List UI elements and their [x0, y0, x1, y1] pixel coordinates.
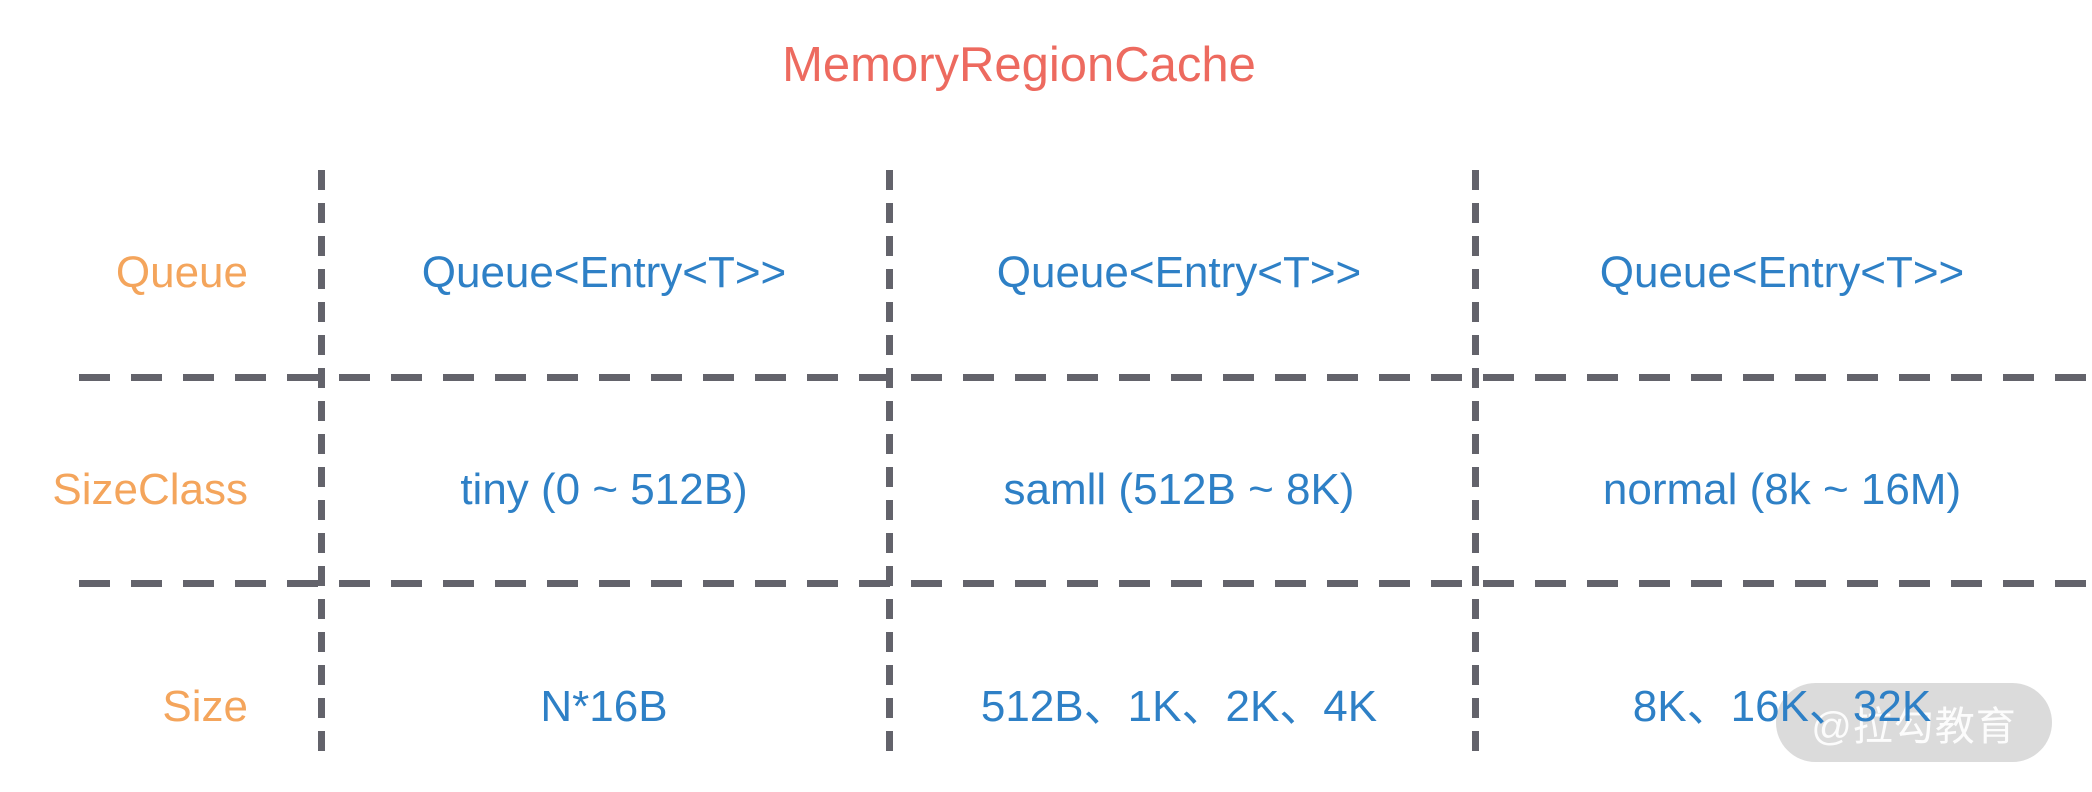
cell-size-col3: 8K、16K、32K — [1632, 682, 1932, 731]
cell-queue-col2: Queue<Entry<T>> — [996, 248, 1362, 297]
vertical-dashed-line-2 — [886, 170, 893, 758]
watermark-text: @拉勾教育 — [1811, 704, 2017, 749]
cell-size-col1: N*16B — [540, 682, 668, 731]
diagram-title: MemoryRegionCache — [782, 38, 1256, 92]
row-label-sizeclass: SizeClass — [52, 465, 248, 514]
watermark-badge: @拉勾教育 — [1776, 683, 2052, 762]
row-label-queue: Queue — [115, 248, 248, 297]
cell-queue-col3: Queue<Entry<T>> — [1599, 248, 1965, 297]
cell-queue-col1: Queue<Entry<T>> — [421, 248, 787, 297]
cell-sizeclass-col2: samll (512B ~ 8K) — [1003, 465, 1355, 514]
table-row-size: Size N*16B 512B、1K、2K、4K 8K、16K、32K — [0, 664, 2092, 750]
cell-sizeclass-col3: normal (8k ~ 16M) — [1602, 465, 1962, 514]
vertical-dashed-line-1 — [318, 170, 325, 758]
horizontal-dashed-line-2 — [79, 580, 2092, 587]
cell-sizeclass-col1: tiny (0 ~ 512B) — [460, 465, 748, 514]
table-row-sizeclass: SizeClass tiny (0 ~ 512B) samll (512B ~ … — [0, 447, 2092, 533]
horizontal-dashed-line-1 — [79, 374, 2092, 381]
cell-size-col2: 512B、1K、2K、4K — [980, 682, 1378, 731]
vertical-dashed-line-3 — [1472, 170, 1479, 758]
table-row-queue: Queue Queue<Entry<T>> Queue<Entry<T>> Qu… — [0, 230, 2092, 316]
row-label-size: Size — [162, 682, 248, 731]
